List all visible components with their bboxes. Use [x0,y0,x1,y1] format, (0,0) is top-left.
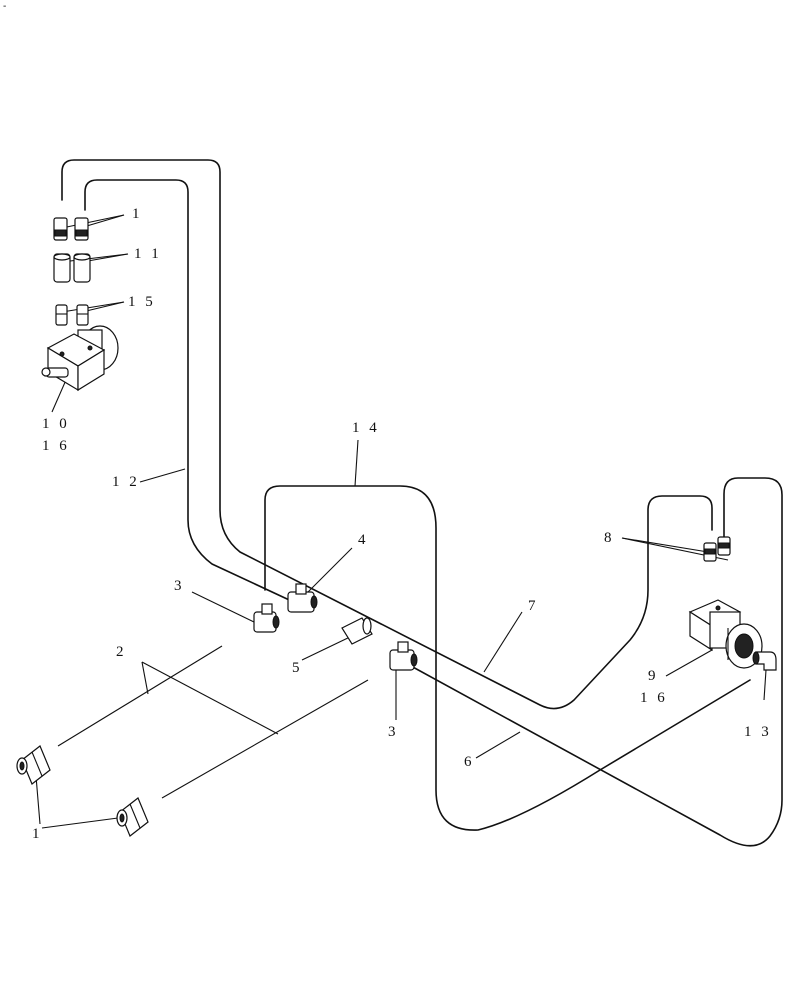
callout-13: 1 3 [744,724,772,740]
fitting-11-pair [53,253,91,283]
adapter-fitting-5 [341,617,373,645]
callout-10: 1 0 [42,416,70,432]
callout-4: 4 [358,532,369,548]
callout-2: 2 [116,644,127,660]
hydraulic-motor-10 [41,325,119,392]
tee-fitting-4 [287,583,318,613]
callout-3-left: 3 [174,578,185,594]
hydraulic-motor-9 [688,599,763,669]
fitting-1-lower-second [116,797,149,837]
callout-1-bottom: 1 [32,826,43,842]
callout-12: 1 2 [112,474,140,490]
callout-8: 8 [604,530,615,546]
tee-fitting-3-mid [389,641,418,671]
callout-3-mid: 3 [388,724,399,740]
fitting-8-pair [703,536,731,562]
callout-9: 9 [648,668,659,684]
tee-fitting-3-left [253,603,280,633]
leader-lines [35,214,767,829]
hose-14 [264,485,751,831]
fitting-1-lower [16,745,51,785]
callout-6: 6 [464,754,475,770]
fitting-15-pair [55,304,89,326]
fitting-1-pair-top [53,217,89,241]
callout-14: 1 4 [352,420,380,436]
callout-7: 7 [528,598,539,614]
hose-6 [399,477,783,847]
hose-7 [84,179,301,606]
callout-16-left: 1 6 [42,438,70,454]
corner-mark: - [3,1,6,12]
callout-1-top: 1 [132,206,143,222]
callout-11: 1 1 [134,246,162,262]
callout-15: 1 5 [128,294,156,310]
elbow-fitting-13 [752,651,777,671]
callout-labels: 1 1 1 1 5 1 0 1 6 1 2 1 4 3 4 2 5 3 7 8 … [32,206,772,842]
callout-16-right: 1 6 [640,690,668,706]
hose-12 [61,159,713,710]
callout-5: 5 [292,660,303,676]
